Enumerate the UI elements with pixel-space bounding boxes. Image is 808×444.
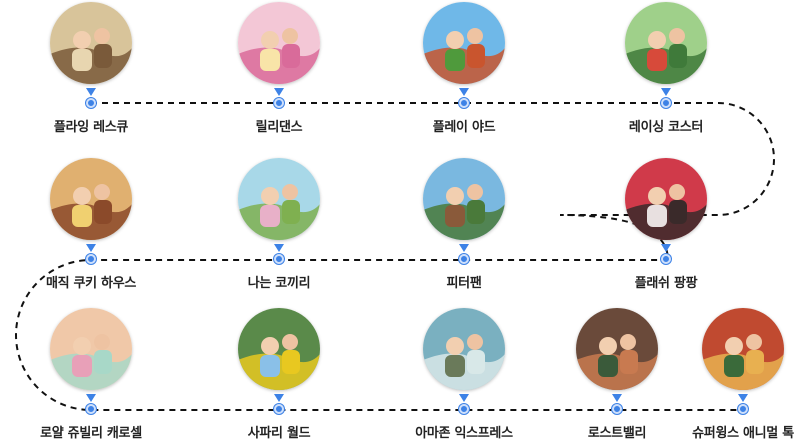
pin-marker-icon	[738, 394, 748, 402]
attraction-play-yard[interactable]: 플레이 야드	[389, 2, 539, 135]
attraction-magic-cookie-house[interactable]: 매직 쿠키 하우스	[16, 158, 166, 291]
attraction-photo	[625, 158, 707, 240]
attraction-photo	[238, 2, 320, 84]
attraction-label: 로스트밸리	[587, 426, 647, 441]
attraction-label: 슈퍼윙스 애니멀 톡	[692, 426, 794, 441]
pin-marker-icon	[459, 394, 469, 402]
route-node-icon	[86, 98, 96, 108]
attraction-label: 아마존 익스프레스	[415, 426, 513, 441]
attraction-label: 피터팬	[446, 276, 482, 291]
attraction-photo	[238, 158, 320, 240]
attraction-racing-coaster[interactable]: 레이싱 코스터	[591, 2, 741, 135]
attraction-photo	[625, 2, 707, 84]
pin-marker-icon	[661, 244, 671, 252]
attraction-label: 릴리댄스	[255, 120, 303, 135]
attraction-dumbo[interactable]: 나는 코끼리	[204, 158, 354, 291]
attraction-peter-pan[interactable]: 피터팬	[389, 158, 539, 291]
route-node-icon	[612, 404, 622, 414]
route-node-icon	[459, 404, 469, 414]
route-node-icon	[661, 254, 671, 264]
route-node-icon	[459, 254, 469, 264]
attraction-royal-jubilee-carousel[interactable]: 로얄 쥬빌리 캐로셀	[16, 308, 166, 441]
pin-marker-icon	[612, 394, 622, 402]
attraction-label: 플라잉 레스큐	[53, 120, 129, 135]
attraction-lost-valley[interactable]: 로스트밸리	[542, 308, 692, 441]
attraction-photo	[423, 308, 505, 390]
route-node-icon	[661, 98, 671, 108]
pin-marker-icon	[459, 244, 469, 252]
attraction-photo	[702, 308, 784, 390]
attraction-label: 사파리 월드	[247, 426, 311, 441]
route-node-icon	[274, 254, 284, 264]
attraction-photo	[50, 308, 132, 390]
attraction-label: 플래쉬 팡팡	[634, 276, 698, 291]
attraction-flash-pangpang[interactable]: 플래쉬 팡팡	[591, 158, 741, 291]
attraction-photo	[423, 158, 505, 240]
attraction-label: 매직 쿠키 하우스	[45, 276, 137, 291]
route-node-icon	[86, 254, 96, 264]
pin-marker-icon	[274, 394, 284, 402]
pin-marker-icon	[86, 394, 96, 402]
attraction-photo	[576, 308, 658, 390]
attraction-label: 나는 코끼리	[247, 276, 311, 291]
pin-marker-icon	[274, 244, 284, 252]
route-node-icon	[274, 98, 284, 108]
attraction-photo	[50, 158, 132, 240]
pin-marker-icon	[661, 88, 671, 96]
attraction-label: 로얄 쥬빌리 캐로셀	[40, 426, 142, 441]
attraction-label: 플레이 야드	[432, 120, 496, 135]
route-node-icon	[86, 404, 96, 414]
route-node-icon	[459, 98, 469, 108]
route-node-icon	[274, 404, 284, 414]
route-node-icon	[738, 404, 748, 414]
attraction-flying-rescue[interactable]: 플라잉 레스큐	[16, 2, 166, 135]
attraction-photo	[238, 308, 320, 390]
attraction-label: 레이싱 코스터	[628, 120, 704, 135]
attraction-photo	[50, 2, 132, 84]
attraction-photo	[423, 2, 505, 84]
attraction-safari-world[interactable]: 사파리 월드	[204, 308, 354, 441]
pin-marker-icon	[86, 244, 96, 252]
pin-marker-icon	[274, 88, 284, 96]
pin-marker-icon	[459, 88, 469, 96]
pin-marker-icon	[86, 88, 96, 96]
attraction-lilly-dance[interactable]: 릴리댄스	[204, 2, 354, 135]
attraction-super-wings-animal-talk[interactable]: 슈퍼윙스 애니멀 톡	[668, 308, 808, 441]
attraction-amazon-express[interactable]: 아마존 익스프레스	[389, 308, 539, 441]
